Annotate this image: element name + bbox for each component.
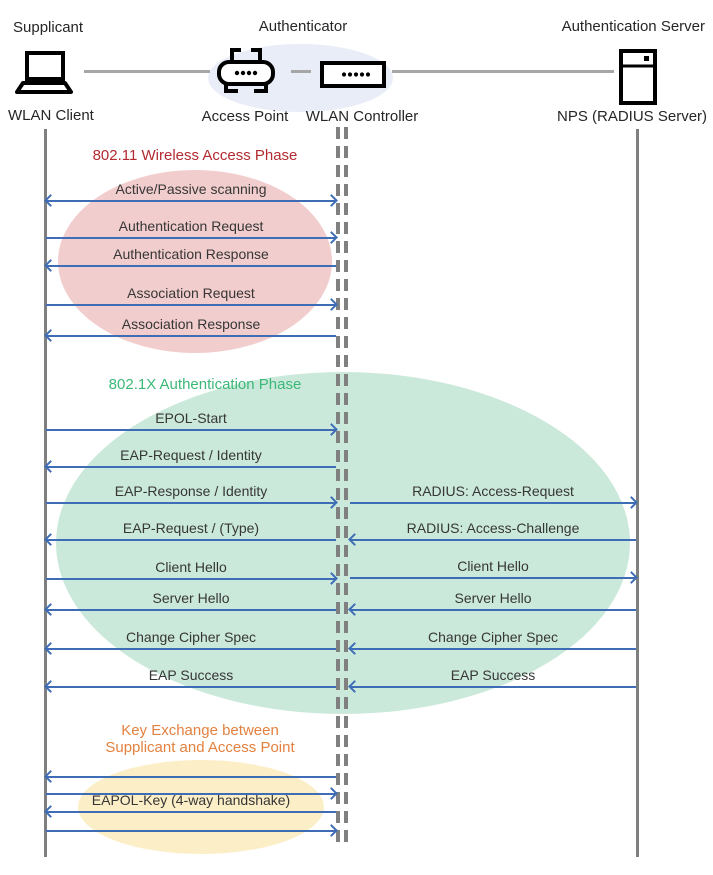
message-label: EPOL-Start [155,410,227,426]
message-arrow-line [46,578,336,580]
message-arrow-line [350,502,636,504]
message-label: RADIUS: Access-Challenge [406,520,580,536]
role-authenticator: Authenticator [258,18,348,35]
message-arrow-line [46,466,336,468]
message-arrow-line [46,502,336,504]
key-exchange-title-line2: Supplicant and Access Point [105,739,295,756]
wlan-controller-icon [320,61,386,88]
laptop-icon [12,50,76,96]
dot1x-phase-ellipse [56,372,630,714]
message-arrow-line [46,237,336,239]
server-icon [619,49,657,105]
access-point-icon [214,44,278,98]
label-access-point: Access Point [201,108,289,125]
message-arrow-line [46,811,336,813]
label-nps-radius-server: NPS (RADIUS Server) [557,108,708,125]
message-arrow-line [46,304,336,306]
message-arrow-line [46,686,336,688]
message-label: Authentication Response [113,246,269,262]
message-label: EAP-Request / (Type) [122,520,260,536]
message-label: EAP-Request / Identity [120,447,262,463]
link-ap-controller [291,70,311,73]
message-arrow-line [46,648,336,650]
dot1x-phase-title: 802.1X Authentication Phase [108,376,302,393]
message-label: Server Hello [454,590,532,606]
message-arrow-line [350,686,636,688]
key-exchange-ellipse [78,760,324,854]
message-arrow-line [350,609,636,611]
link-controller-server [392,70,614,73]
message-label: Change Cipher Spec [126,629,256,645]
message-arrow-line [46,335,336,337]
message-label: Association Request [127,285,255,301]
lifeline-nps-server [636,129,639,857]
message-label: Change Cipher Spec [428,629,558,645]
role-supplicant: Supplicant [13,19,84,36]
message-arrow-line [46,539,336,541]
role-authentication-server: Authentication Server [561,18,705,35]
message-arrow-line [350,539,636,541]
message-label: RADIUS: Access-Request [412,483,574,499]
message-arrow-line [46,830,336,832]
message-arrow-line [46,265,336,267]
message-arrow-line [46,429,336,431]
label-wlan-controller: WLAN Controller [305,108,419,125]
message-label: Client Hello [155,559,227,575]
key-exchange-title-line1: Key Exchange between [121,722,279,739]
lifeline-access-point [336,127,340,849]
message-label: EAP-Response / Identity [114,483,268,499]
message-arrow-line [46,793,336,795]
message-label: EAPOL-Key (4-way handshake) [91,792,291,808]
message-arrow-line [46,609,336,611]
label-wlan-client: WLAN Client [8,107,94,124]
key-exchange-title: Key Exchange between Supplicant and Acce… [70,722,330,756]
message-arrow-line [46,200,336,202]
message-arrow-line [350,648,636,650]
lifeline-wlan-controller [344,127,348,849]
message-label: EAP Success [148,667,234,683]
message-arrow-line [350,577,636,579]
message-label: Association Response [121,316,261,332]
message-label: Client Hello [457,558,529,574]
message-label: Authentication Request [118,218,264,234]
message-label: Active/Passive scanning [115,181,267,197]
message-label: EAP Success [450,667,536,683]
lifeline-wlan-client [44,129,47,857]
message-label: Server Hello [152,590,230,606]
wireless-phase-title: 802.11 Wireless Access Phase [92,147,298,164]
message-arrow-line [46,776,336,778]
link-client-ap [84,70,210,73]
